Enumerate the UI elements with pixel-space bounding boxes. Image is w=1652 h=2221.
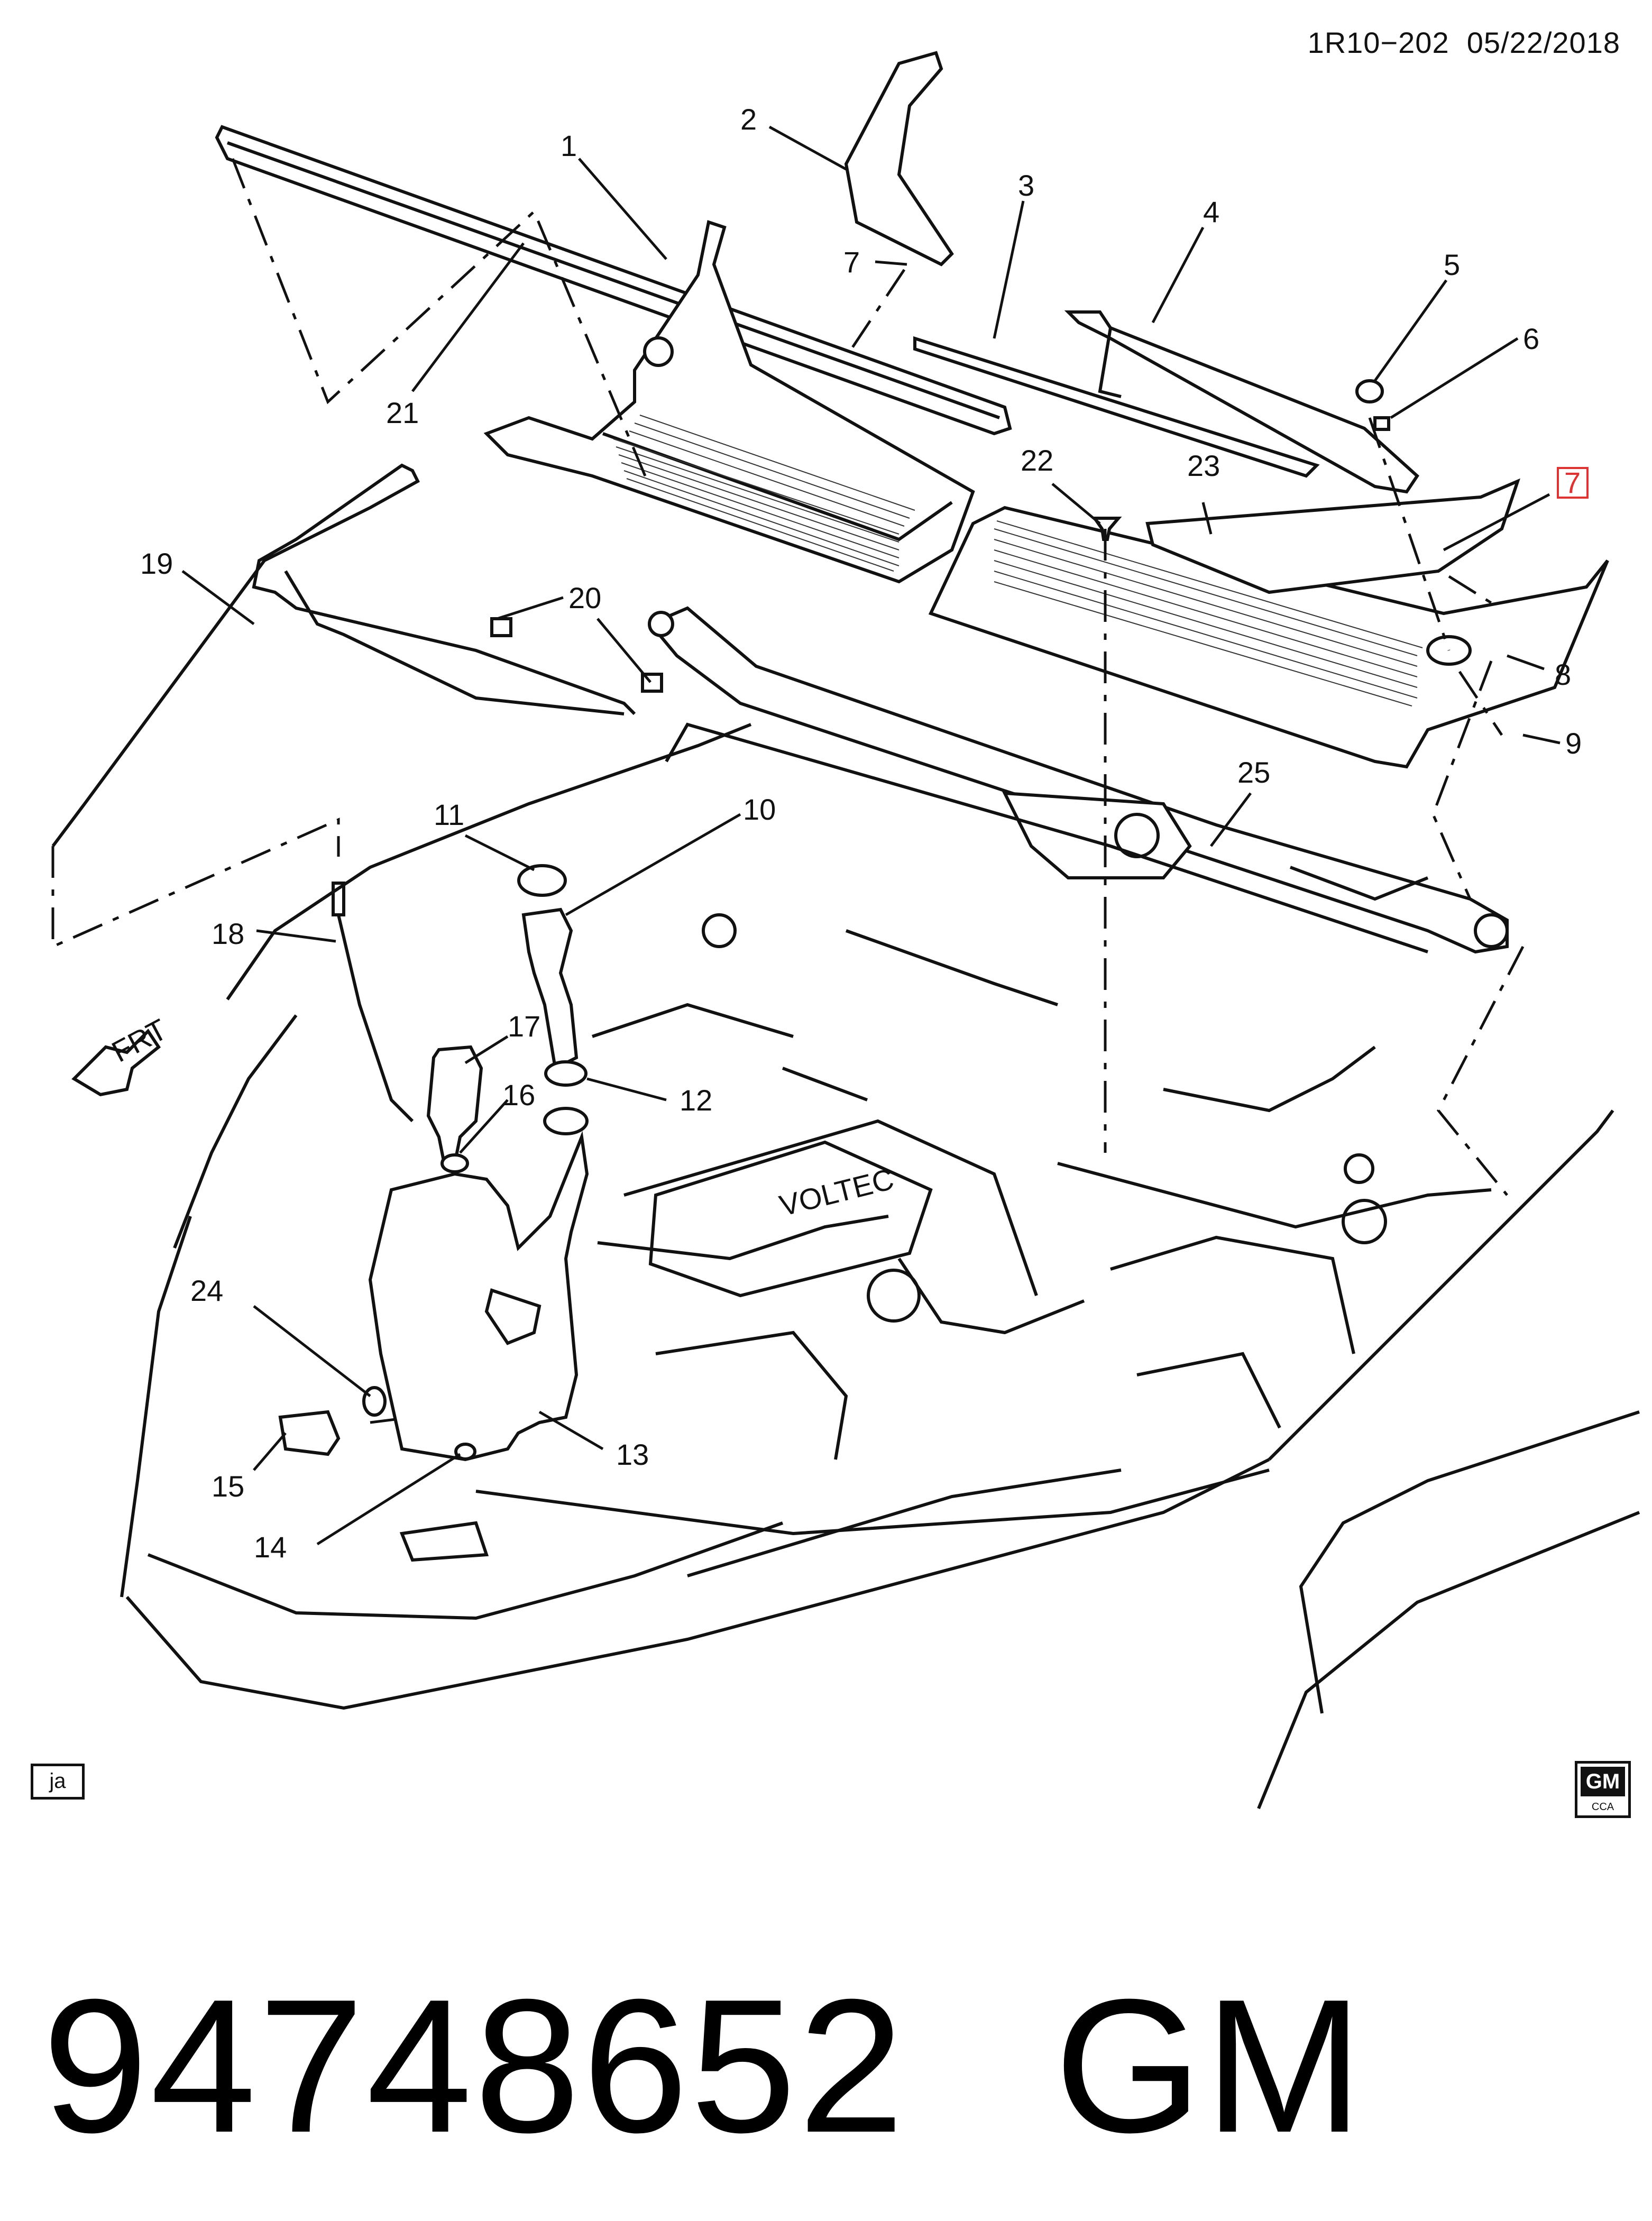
front-direction-indicator: FRT xyxy=(71,1012,172,1097)
leader-lines xyxy=(181,125,1561,1546)
callout-2: 2 xyxy=(740,103,757,136)
cap-nut xyxy=(1355,379,1384,403)
filler-neck xyxy=(521,907,579,1071)
sensor-seal xyxy=(362,1386,387,1417)
neck-grommet xyxy=(544,1060,588,1087)
callout-17: 17 xyxy=(508,1009,540,1043)
pivot-nut xyxy=(1373,416,1390,431)
callout-23: 23 xyxy=(1187,449,1220,482)
callout-18: 18 xyxy=(212,917,244,950)
brand-name: GM xyxy=(1054,1960,1365,2172)
callout-labels: 1 2 3 4 5 6 7 7 8 9 10 11 12 13 14 15 16… xyxy=(140,103,1589,1564)
assembly-lines xyxy=(51,158,1525,1424)
reservoir-neck-seal xyxy=(543,1107,589,1135)
callout-7-highlighted: 7 xyxy=(1564,466,1581,499)
reservoir-grommet xyxy=(454,1443,476,1461)
windshield-molding xyxy=(215,125,1012,436)
pump-grommet xyxy=(440,1153,469,1173)
callout-1: 1 xyxy=(561,129,577,162)
callout-7-top: 7 xyxy=(843,245,860,279)
diagram-code: 1R10−202 xyxy=(1307,26,1449,59)
level-sensor xyxy=(278,1410,341,1456)
callout-16: 16 xyxy=(502,1078,535,1112)
part-number: 94748652 xyxy=(42,1960,906,2172)
washer-hose-clips xyxy=(490,617,663,693)
gm-logo-subtext: CCA xyxy=(1591,1801,1614,1813)
callout-25: 25 xyxy=(1237,756,1270,789)
callout-8: 8 xyxy=(1555,658,1571,691)
cowl-seal-strip xyxy=(1145,478,1520,594)
washer-nozzle xyxy=(332,882,414,1123)
callout-24: 24 xyxy=(190,1274,223,1307)
gm-logo-mark: GM xyxy=(1581,1767,1625,1796)
diagram-header: 1R10−202 05/22/2018 xyxy=(1308,25,1620,60)
callout-5: 5 xyxy=(1444,248,1460,281)
washer-hose xyxy=(51,463,636,847)
gm-cca-logo: GM CCA xyxy=(1575,1761,1631,1818)
engine-cover: VOLTEC xyxy=(648,1140,933,1298)
wiper-blade xyxy=(913,336,1320,478)
callout-7-highlight-box xyxy=(1557,467,1589,499)
engine-badge-text: VOLTEC xyxy=(776,1162,897,1222)
cowl-seal-side xyxy=(844,51,954,267)
washer-pump xyxy=(426,1045,483,1165)
parts-diagram: VOLTEC FRT 1 2 xyxy=(51,51,1640,1810)
cowl-panel-left xyxy=(483,220,975,584)
callout-3: 3 xyxy=(1018,169,1034,202)
filler-cap xyxy=(517,864,567,897)
callout-9: 9 xyxy=(1565,727,1582,760)
footer-part-number: 94748652 GM xyxy=(42,1957,1365,2176)
illustrator-tag: ja xyxy=(31,1764,85,1800)
callout-14: 14 xyxy=(254,1530,287,1564)
callout-12: 12 xyxy=(680,1084,712,1117)
callout-10: 10 xyxy=(743,793,776,826)
wiper-arm xyxy=(1064,310,1419,494)
vehicle-outline xyxy=(120,722,1640,1810)
callout-15: 15 xyxy=(212,1470,244,1503)
callout-21: 21 xyxy=(386,396,419,429)
callout-22: 22 xyxy=(1021,444,1053,477)
callout-4: 4 xyxy=(1203,195,1219,228)
diagram-date: 05/22/2018 xyxy=(1466,26,1620,59)
callout-11: 11 xyxy=(434,798,464,831)
callout-6: 6 xyxy=(1523,322,1539,355)
callout-13: 13 xyxy=(616,1438,649,1471)
callout-20: 20 xyxy=(568,581,601,614)
washer-reservoir xyxy=(368,1131,589,1462)
callout-19: 19 xyxy=(140,547,173,580)
